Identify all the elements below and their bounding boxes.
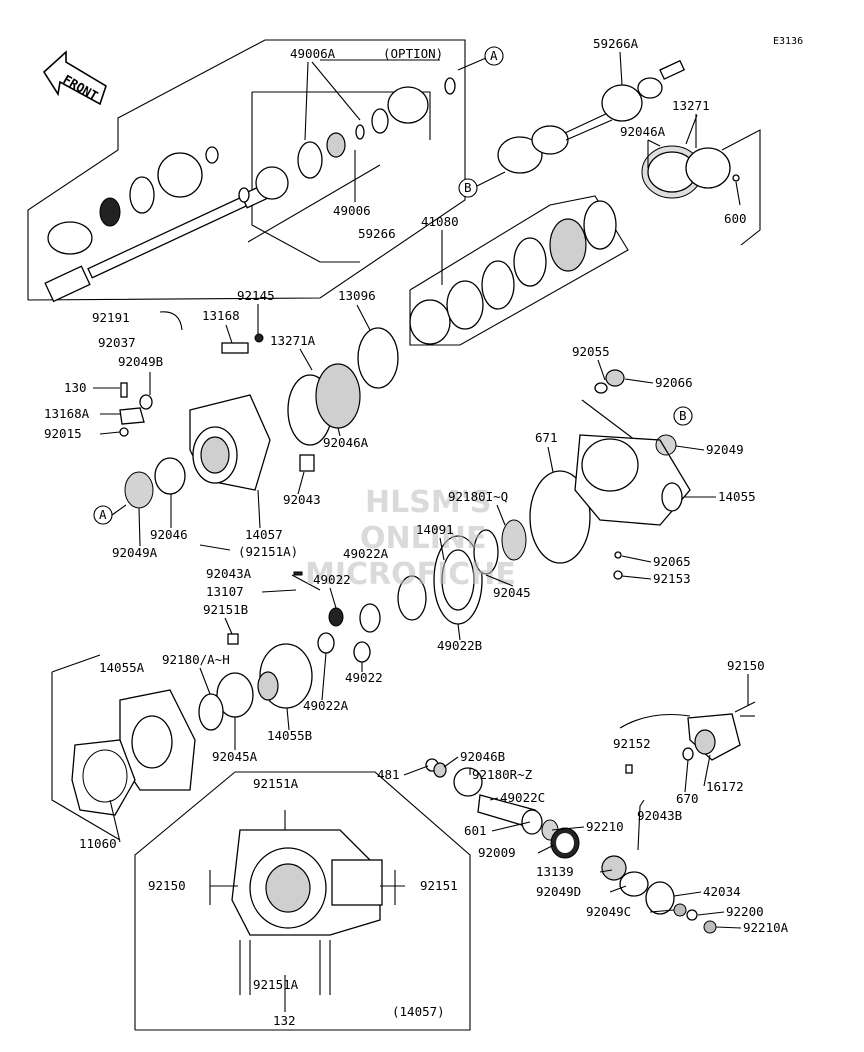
part-label: 13168A	[44, 406, 90, 421]
watermark-line-2: ONLINE	[360, 521, 487, 556]
part-label: 92049A	[112, 545, 158, 560]
axle-shaft-group	[497, 59, 761, 246]
svg-text:A: A	[99, 507, 107, 522]
part-label: 13168	[202, 308, 240, 323]
part-label: 92210A	[743, 920, 789, 935]
part-label: 92210	[586, 819, 624, 834]
clutch-plate-group	[409, 195, 629, 346]
part-label: 92037	[98, 335, 136, 350]
part-label: 670	[676, 791, 699, 806]
part-label: 59266A	[593, 36, 639, 51]
gear-case-detail	[134, 771, 471, 1031]
part-label: 92153	[653, 571, 691, 586]
part-label: 14091	[416, 522, 454, 537]
watermark: HLSM'S ONLINE MICROFICHE	[305, 485, 516, 592]
part-label: 92152	[613, 736, 651, 751]
part-label: 41080	[421, 214, 459, 229]
part-label: 92191	[92, 310, 130, 325]
part-label: 13271	[672, 98, 710, 113]
drive-shaft-group	[27, 39, 466, 303]
callout-b-mid: B	[673, 406, 693, 426]
part-label: (14057)	[392, 1004, 445, 1019]
part-label: 11060	[79, 836, 117, 851]
part-label: 92066	[655, 375, 693, 390]
svg-text:B: B	[464, 180, 472, 195]
part-label: 92046A	[323, 435, 369, 450]
part-label: 671	[535, 430, 558, 445]
part-label: 92180I~Q	[448, 489, 508, 504]
part-label: 92200	[726, 904, 764, 919]
part-label: 481	[377, 767, 400, 782]
part-label: 92015	[44, 426, 82, 441]
part-label: 49022B	[437, 638, 482, 653]
part-label: 13139	[536, 864, 574, 879]
watermark-line-3: MICROFICHE	[305, 557, 516, 592]
part-label: 92151A	[253, 776, 299, 791]
part-label: 92151	[420, 878, 458, 893]
part-label: 49022C	[500, 790, 545, 805]
part-label: 92045A	[212, 749, 258, 764]
part-label: 92145	[237, 288, 275, 303]
part-label: 92180/A~H	[162, 652, 230, 667]
part-label: 13107	[206, 584, 244, 599]
differential-group	[198, 519, 527, 731]
part-label: 92049D	[536, 884, 581, 899]
callout-a-mid: A	[93, 505, 113, 525]
part-label: 59266	[358, 226, 396, 241]
part-label: 49022A	[303, 698, 349, 713]
part-label: 92043A	[206, 566, 252, 581]
diagram-code: E3136	[773, 36, 803, 47]
part-label: 92151B	[203, 602, 248, 617]
part-label: 130	[64, 380, 87, 395]
part-label: 92151A	[253, 977, 299, 992]
part-label: 92049	[706, 442, 744, 457]
svg-text:A: A	[490, 48, 498, 63]
part-label: 92046A	[620, 124, 666, 139]
part-label: 92180R~Z	[472, 767, 533, 782]
gear-case-upper	[119, 311, 399, 551]
leader-lines	[93, 51, 749, 995]
front-arrow-icon: FRONT	[42, 50, 107, 106]
part-label: (OPTION)	[383, 46, 443, 61]
callout-b-top: B	[458, 178, 478, 198]
part-label: 92046	[150, 527, 188, 542]
part-label: 49006A	[290, 46, 336, 61]
lower-case-group	[51, 654, 196, 841]
sensor-group	[619, 701, 756, 774]
part-label: 49006	[333, 203, 371, 218]
part-label: 92045	[493, 585, 531, 600]
part-label: 92049C	[586, 904, 631, 919]
part-label: 92055	[572, 344, 610, 359]
part-label: (92151A)	[238, 544, 298, 559]
right-housing-group	[529, 369, 691, 580]
callout-a-top: A	[484, 46, 504, 66]
part-label: 14055A	[99, 660, 145, 675]
part-label: 92065	[653, 554, 691, 569]
part-label: 14055B	[267, 728, 312, 743]
part-label: 14057	[245, 527, 283, 542]
part-label: 92043B	[637, 808, 682, 823]
part-label: 14055	[718, 489, 756, 504]
pinion-group	[425, 758, 717, 934]
part-label: 92049B	[118, 354, 163, 369]
part-label: 600	[724, 211, 747, 226]
svg-text:B: B	[679, 408, 687, 423]
watermark-line-1: HLSM'S	[365, 485, 491, 520]
part-label: 92150	[727, 658, 765, 673]
part-label: 132	[273, 1013, 296, 1028]
part-label: 49022	[313, 572, 351, 587]
part-label: 13096	[338, 288, 376, 303]
part-label: 49022A	[343, 546, 389, 561]
part-label: 601	[464, 823, 487, 838]
part-label: 92009	[478, 845, 516, 860]
part-labels: 49006A (OPTION) 59266A 13271 92046A 4900…	[44, 36, 789, 1028]
part-label: 92043	[283, 492, 321, 507]
part-label: 42034	[703, 884, 741, 899]
part-label: 92046B	[460, 749, 505, 764]
part-label: 49022	[345, 670, 383, 685]
part-label: 13271A	[270, 333, 316, 348]
part-label: 16172	[706, 779, 744, 794]
part-label: 92150	[148, 878, 186, 893]
